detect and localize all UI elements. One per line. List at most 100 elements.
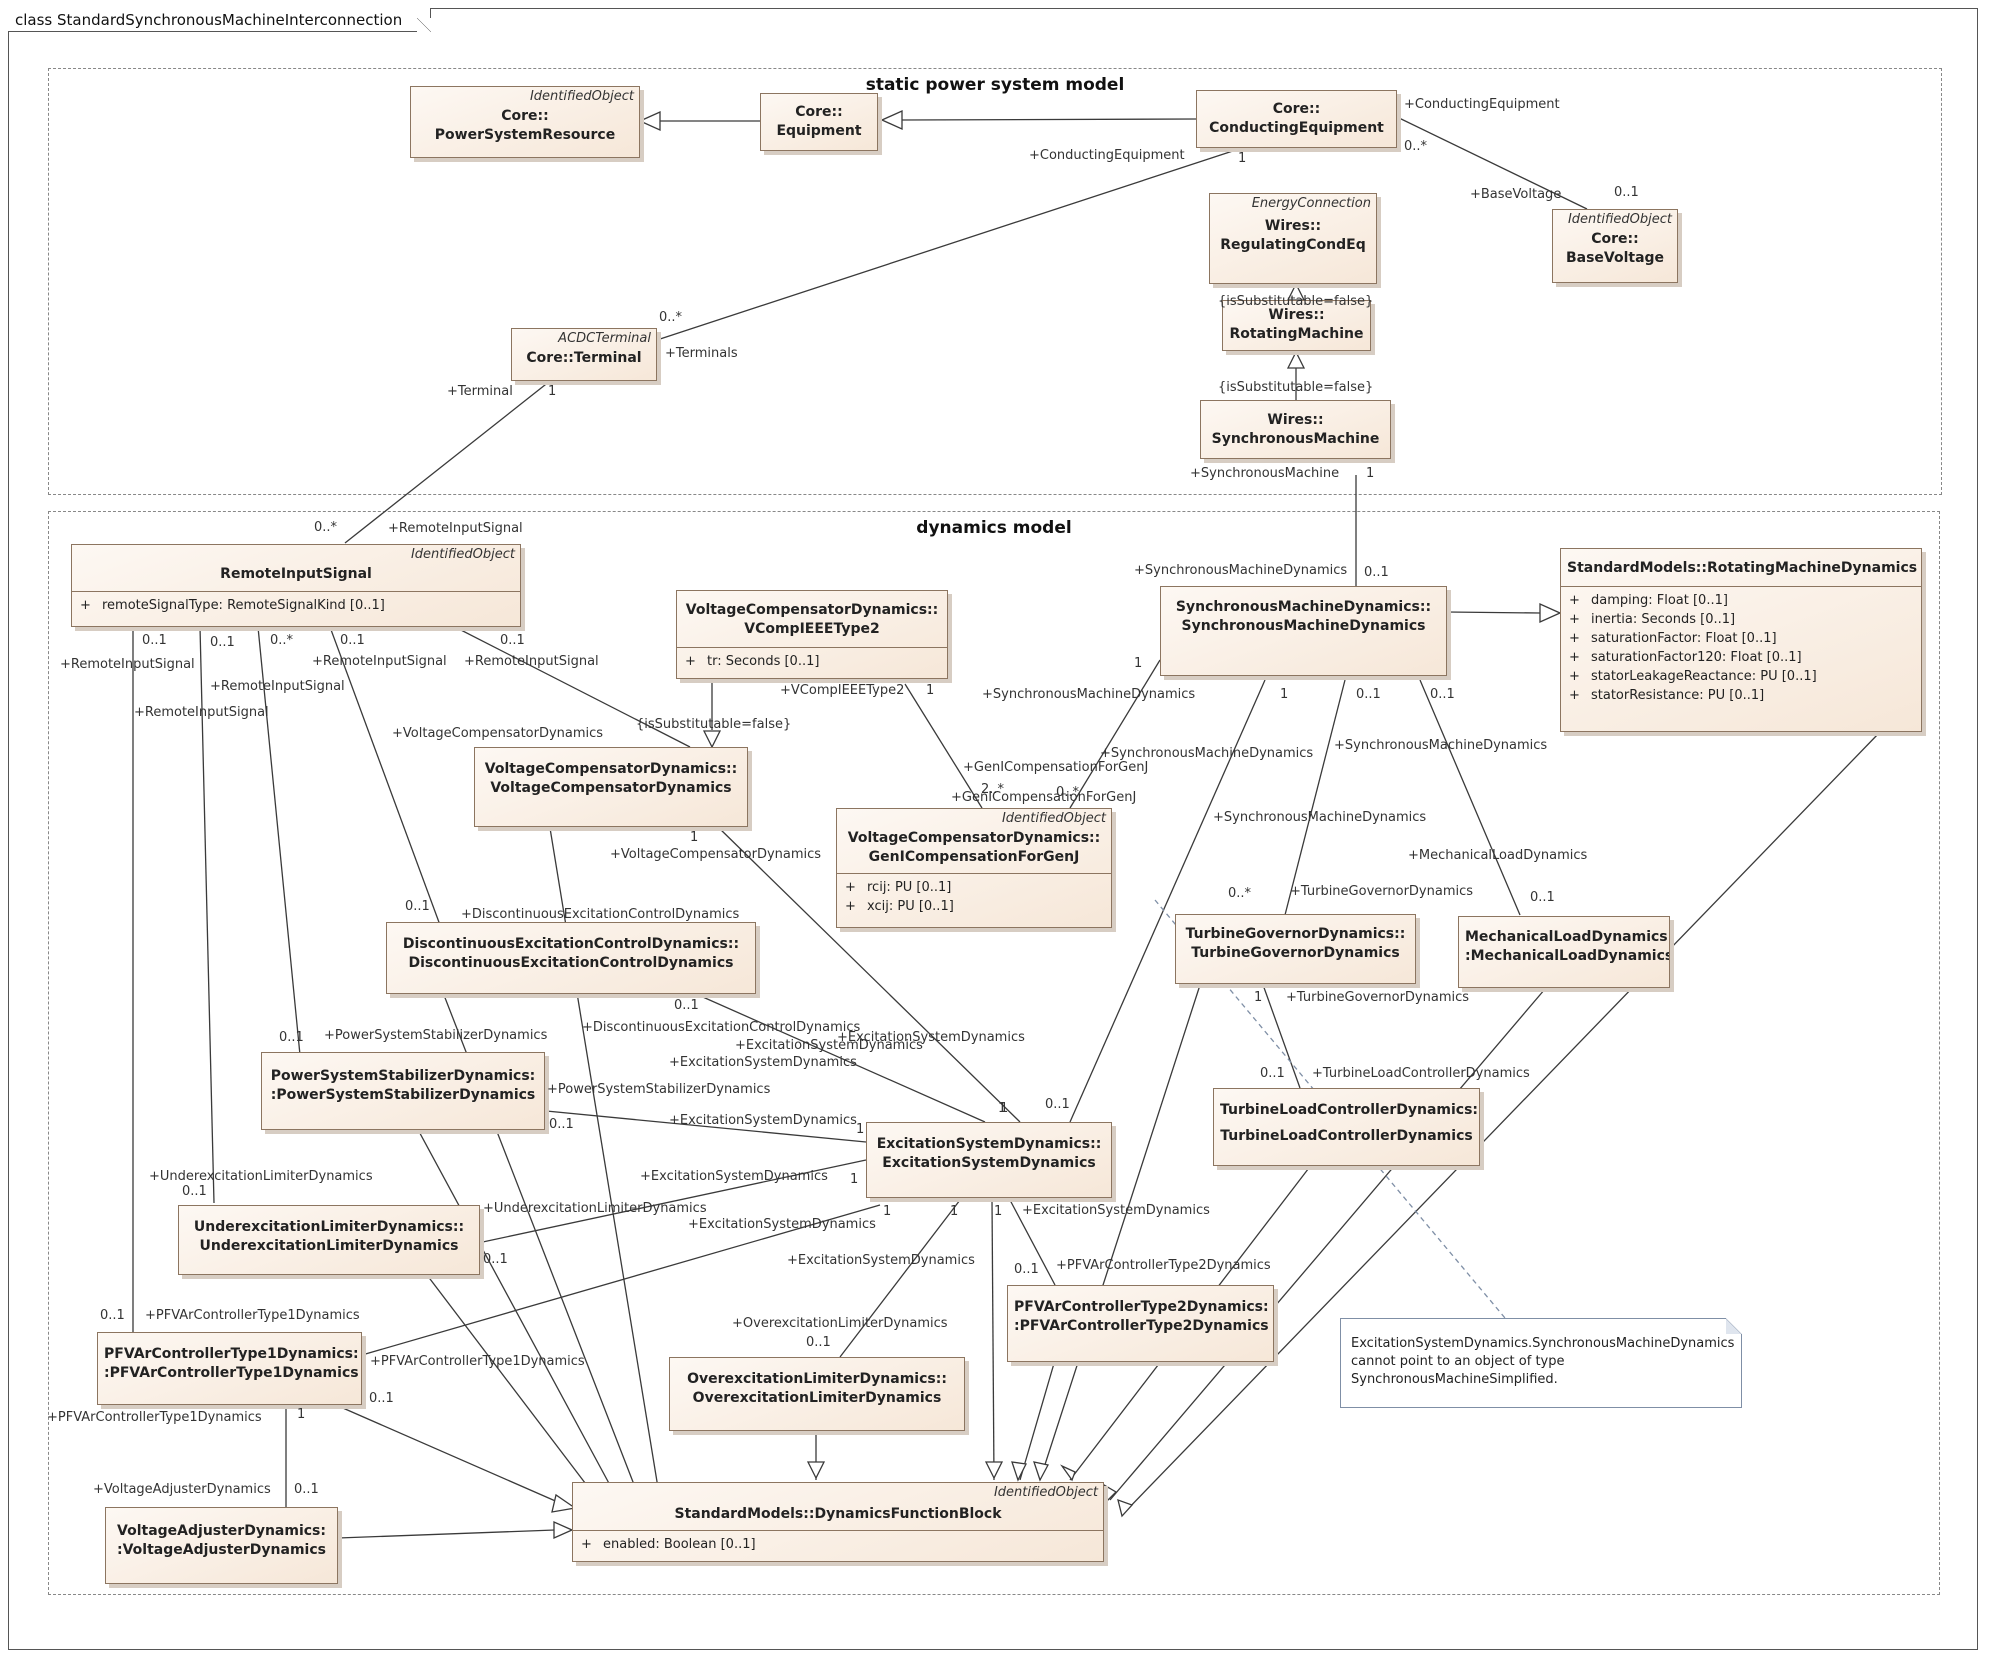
- association-end-label: +ConductingEquipment: [1029, 148, 1185, 163]
- class-mechanical-load-dynamics[interactable]: MechanicalLoadDynamics::MechanicalLoadDy…: [1458, 916, 1670, 988]
- association-end-label: +MechanicalLoadDynamics: [1408, 848, 1588, 863]
- class-namespace: ExcitationSystemDynamics::: [876, 1136, 1102, 1152]
- attribute-xcij: +xcij: PU [0..1]: [845, 899, 954, 914]
- association-end-label: +PFVArControllerType2Dynamics: [1056, 1258, 1271, 1273]
- class-wires-synchronous-machine[interactable]: Wires::SynchronousMachine: [1200, 400, 1391, 459]
- class-name: Equipment: [776, 123, 862, 139]
- class-namespace: VoltageCompensatorDynamics::: [685, 602, 939, 618]
- association-end-label: +ExcitationSystemDynamics: [1022, 1203, 1210, 1218]
- association-end-label: 1: [1254, 990, 1263, 1005]
- association-end-label: 0..1: [1614, 185, 1639, 200]
- association-end-label: 1: [856, 1122, 865, 1137]
- class-pfvar-controller-type2-dynamics[interactable]: PFVArControllerType2Dynamics::PFVArContr…: [1007, 1285, 1274, 1362]
- class-synchronous-machine-dynamics[interactable]: SynchronousMachineDynamics::SynchronousM…: [1160, 586, 1447, 676]
- association-end-label: +TurbineGovernorDynamics: [1286, 990, 1470, 1005]
- class-wires-rotating-machine[interactable]: Wires::RotatingMachine: [1222, 300, 1371, 351]
- class-namespace: PFVArControllerType1Dynamics:: [104, 1346, 359, 1362]
- stereotype-label: IdentifiedObject: [529, 89, 634, 104]
- stereotype-label: IdentifiedObject: [993, 1485, 1098, 1500]
- association-end-label: +RemoteInputSignal: [464, 654, 599, 669]
- class-discontinuous-excitation-control-dynamics[interactable]: DiscontinuousExcitationControlDynamics::…: [386, 922, 756, 994]
- class-name: TurbineGovernorDynamics: [1191, 945, 1400, 961]
- stereotype-label: EnergyConnection: [1251, 196, 1371, 211]
- class-namespace: VoltageCompensatorDynamics::: [484, 761, 738, 777]
- note-line: ExcitationSystemDynamics.SynchronousMach…: [1351, 1336, 1735, 1351]
- class-remote-input-signal[interactable]: IdentifiedObject RemoteInputSignal +remo…: [71, 544, 521, 627]
- association-end-label: +PFVArControllerType1Dynamics: [47, 1410, 262, 1425]
- association-end-label: +OverexcitationLimiterDynamics: [732, 1316, 948, 1331]
- class-vcomp-ieee-type2[interactable]: VoltageCompensatorDynamics::VCompIEEETyp…: [676, 590, 948, 679]
- class-core-power-system-resource[interactable]: IdentifiedObject Core::PowerSystemResour…: [410, 86, 640, 158]
- class-namespace: OverexcitationLimiterDynamics::: [687, 1371, 947, 1387]
- class-wires-regulating-cond-eq[interactable]: EnergyConnection Wires::RegulatingCondEq: [1209, 193, 1377, 284]
- class-namespace: Core::: [501, 108, 549, 124]
- association-end-label: 0..1: [182, 1184, 207, 1199]
- attribute-inertia: +inertia: Seconds [0..1]: [1569, 612, 1736, 627]
- association-end-label: 1: [883, 1204, 892, 1219]
- association-end-label: 1: [950, 1204, 959, 1219]
- class-excitation-system-dynamics[interactable]: ExcitationSystemDynamics::ExcitationSyst…: [866, 1122, 1112, 1198]
- stereotype-label: ACDCTerminal: [558, 331, 651, 346]
- class-name: SynchronousMachine: [1211, 431, 1380, 447]
- class-core-conducting-equipment[interactable]: Core::ConductingEquipment: [1196, 90, 1397, 148]
- class-core-terminal[interactable]: ACDCTerminal Core::Terminal: [511, 328, 657, 381]
- class-namespace: Core::: [1272, 101, 1321, 117]
- class-turbine-load-controller-dynamics[interactable]: TurbineLoadControllerDynamics:TurbineLoa…: [1213, 1088, 1480, 1166]
- association-end-label: +UnderexcitationLimiterDynamics: [149, 1169, 373, 1184]
- class-rotating-machine-dynamics[interactable]: StandardModels::RotatingMachineDynamics …: [1560, 548, 1922, 732]
- class-name: OverexcitationLimiterDynamics: [692, 1390, 942, 1406]
- attribute-tr: +tr: Seconds [0..1]: [685, 654, 820, 669]
- class-namespace: Core::: [795, 104, 843, 120]
- association-end-label: +Terminal: [447, 384, 513, 399]
- class-pfvar-controller-type1-dynamics[interactable]: PFVArControllerType1Dynamics::PFVArContr…: [97, 1332, 362, 1405]
- association-end-label: +ConductingEquipment: [1404, 97, 1560, 112]
- association-end-label: 0..1: [210, 635, 235, 650]
- association-end-label: +PowerSystemStabilizerDynamics: [547, 1082, 771, 1097]
- class-underexcitation-limiter-dynamics[interactable]: UnderexcitationLimiterDynamics::Underexc…: [178, 1205, 480, 1275]
- association-end-label: +VoltageCompensatorDynamics: [610, 847, 822, 862]
- class-name: StandardModels::RotatingMachineDynamics: [1567, 560, 1918, 576]
- association-end-label: +PFVArControllerType1Dynamics: [145, 1308, 360, 1323]
- association-end-label: 0..1: [369, 1391, 394, 1406]
- class-dynamics-function-block[interactable]: IdentifiedObject StandardModels::Dynamic…: [572, 1482, 1104, 1562]
- class-overexcitation-limiter-dynamics[interactable]: OverexcitationLimiterDynamics::Overexcit…: [669, 1357, 965, 1431]
- class-turbine-governor-dynamics[interactable]: TurbineGovernorDynamics::TurbineGovernor…: [1175, 914, 1416, 984]
- package-static-power-system-model: static power system model: [48, 68, 1942, 495]
- association-end-label: 0..1: [279, 1030, 304, 1045]
- association-end-label: +BaseVoltage: [1470, 187, 1562, 202]
- attribute-stator-resistance: +statorResistance: PU [0..1]: [1569, 688, 1765, 703]
- class-namespace: TurbineLoadControllerDynamics:: [1220, 1102, 1479, 1118]
- association-end-label: +VCompIEEEType2: [780, 683, 905, 698]
- diagram-title: class StandardSynchronousMachineIntercon…: [8, 8, 432, 32]
- association-end-label: +PFVArControllerType1Dynamics: [370, 1354, 585, 1369]
- association-end-label: 0..1: [100, 1308, 125, 1323]
- class-namespace: VoltageCompensatorDynamics::: [847, 830, 1101, 846]
- class-name: RotatingMachine: [1229, 326, 1364, 342]
- association-end-label: 0..1: [1430, 687, 1455, 702]
- association-end-label: {isSubstitutable=false}: [636, 717, 792, 732]
- association-end-label: +ExcitationSystemDynamics: [669, 1113, 857, 1128]
- association-end-label: +ExcitationSystemDynamics: [688, 1217, 876, 1232]
- class-namespace: Wires::: [1267, 412, 1324, 428]
- association-end-label: {isSubstitutable=false}: [1218, 294, 1374, 309]
- class-voltage-compensator-dynamics[interactable]: VoltageCompensatorDynamics::VoltageCompe…: [474, 747, 748, 827]
- class-namespace: MechanicalLoadDynamics:: [1465, 929, 1670, 945]
- diagram-frame: [8, 8, 1978, 1650]
- association-end-label: +RemoteInputSignal: [388, 521, 523, 536]
- diagram-note[interactable]: ExcitationSystemDynamics.SynchronousMach…: [1340, 1318, 1742, 1408]
- association-end-label: 0..1: [340, 633, 365, 648]
- association-end-label: +GenICompensationForGenJ: [963, 760, 1149, 775]
- class-core-base-voltage[interactable]: IdentifiedObject Core::BaseVoltage: [1552, 209, 1678, 283]
- association-end-label: 2..*: [981, 782, 1005, 797]
- association-end-label: +SynchronousMachineDynamics: [982, 687, 1196, 702]
- association-end-label: +SynchronousMachineDynamics: [1334, 738, 1548, 753]
- class-power-system-stabilizer-dynamics[interactable]: PowerSystemStabilizerDynamics::PowerSyst…: [261, 1052, 545, 1130]
- package-title: static power system model: [865, 75, 1125, 95]
- association-end-label: 0..*: [1056, 785, 1080, 800]
- class-core-equipment[interactable]: Core::Equipment: [760, 93, 878, 151]
- association-end-label: +TurbineLoadControllerDynamics: [1312, 1066, 1530, 1081]
- class-name: :VoltageAdjusterDynamics: [117, 1542, 326, 1558]
- class-voltage-adjuster-dynamics[interactable]: VoltageAdjusterDynamics::VoltageAdjuster…: [105, 1507, 338, 1584]
- association-end-label: +SynchronousMachine: [1190, 466, 1340, 481]
- class-genl-compensation-for-genj[interactable]: IdentifiedObject VoltageCompensatorDynam…: [836, 808, 1112, 928]
